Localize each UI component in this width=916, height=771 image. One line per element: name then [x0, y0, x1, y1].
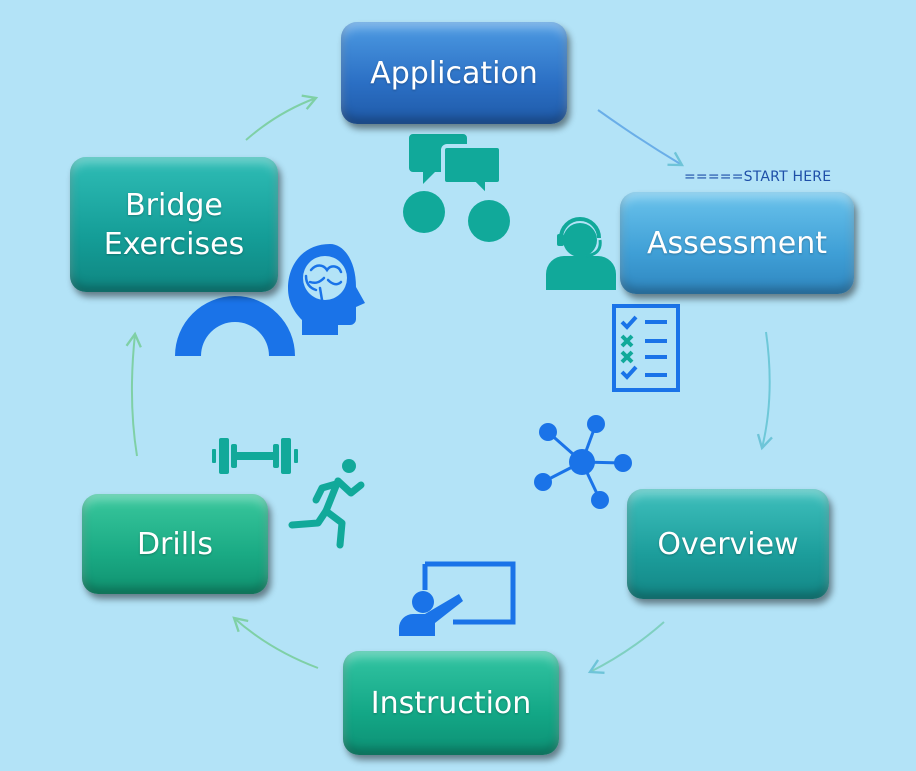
- teacher-board-icon: [399, 561, 516, 636]
- arrow-bridge-to-application: [245, 94, 319, 141]
- chat-bubbles-icon: [409, 134, 503, 201]
- node-assessment: Assessment: [620, 192, 854, 294]
- arrow-overview-to-instruction: [587, 621, 665, 674]
- arrow-application-to-assessment: [597, 109, 685, 167]
- node-drills: Drills: [82, 494, 268, 594]
- checklist-icon: [612, 304, 680, 392]
- node-label: Overview: [657, 526, 799, 562]
- people-icon: [403, 191, 510, 242]
- node-label: Assessment: [647, 225, 827, 261]
- running-person-icon: [288, 459, 365, 549]
- dumbbell-icon: [212, 438, 298, 474]
- start-here-note: =====START HERE: [684, 169, 832, 185]
- headset-agent-icon: [546, 217, 616, 290]
- node-instruction: Instruction: [343, 651, 559, 755]
- node-label: Bridge Exercises: [103, 187, 245, 262]
- arrow-assessment-to-overview: [756, 331, 773, 451]
- arrow-instruction-to-drills: [232, 616, 319, 669]
- node-label: Instruction: [370, 685, 532, 721]
- node-application: Application: [341, 22, 567, 124]
- network-hub-icon: [534, 415, 632, 509]
- head-brain-icon: [288, 244, 365, 335]
- arrow-drills-to-bridge: [125, 331, 142, 457]
- node-label: Drills: [136, 526, 214, 562]
- node-bridge-exercises: Bridge Exercises: [70, 157, 278, 292]
- semicircle-arch-icon: [175, 296, 295, 356]
- node-overview: Overview: [627, 489, 829, 599]
- node-label: Application: [370, 55, 538, 91]
